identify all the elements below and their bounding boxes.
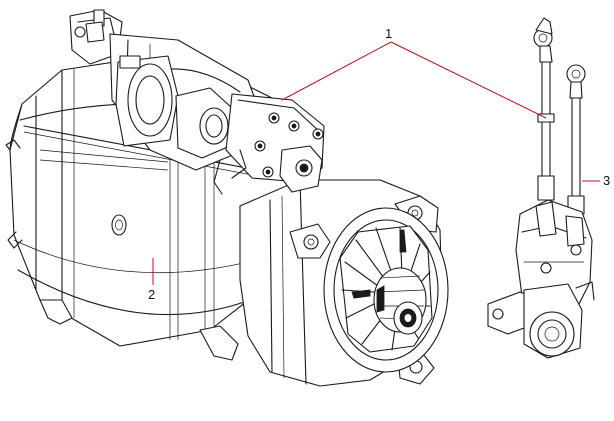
callout-label-3: 3 [603,173,610,188]
leader-lines [152,41,600,285]
callout-label-2: 2 [148,287,155,302]
callout-label-1: 1 [385,26,392,41]
solenoid-switch [69,9,325,195]
drive-end-housing [239,179,449,387]
solenoid-with-cables [487,17,595,359]
leader-line-1-to-motor-solenoid [281,41,392,101]
leader-line-1-to-cable-solenoid [390,41,547,119]
